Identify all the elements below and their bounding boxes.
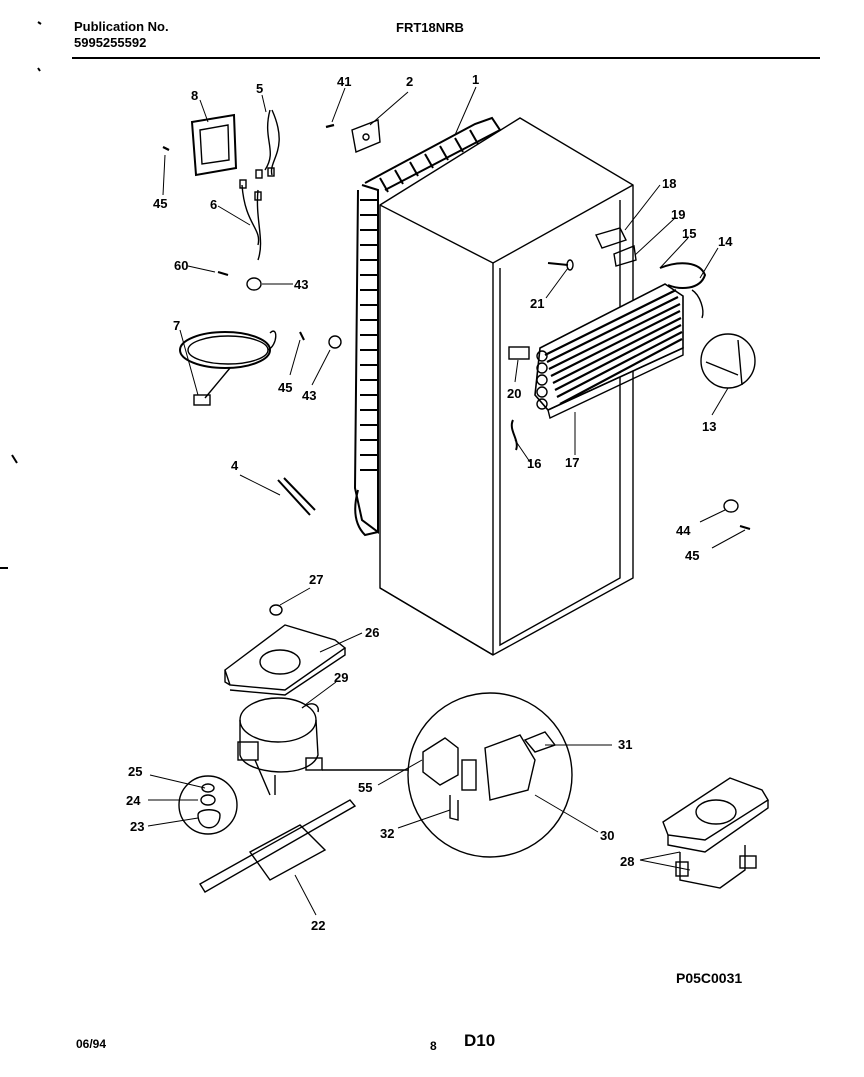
callout-45: 45 bbox=[153, 196, 167, 211]
callout-25: 25 bbox=[128, 764, 142, 779]
callout-1: 1 bbox=[472, 72, 479, 87]
callout-15: 15 bbox=[682, 226, 696, 241]
callout-26: 26 bbox=[365, 625, 379, 640]
callout-24: 24 bbox=[126, 793, 141, 808]
callout-44: 44 bbox=[676, 523, 691, 538]
callout-2: 2 bbox=[406, 74, 413, 89]
callout-8: 8 bbox=[191, 88, 198, 103]
drain-pan-assembly bbox=[662, 777, 769, 889]
callout-28: 28 bbox=[620, 854, 634, 869]
callout-32: 32 bbox=[380, 826, 394, 841]
evaporator bbox=[534, 283, 684, 419]
callout-60: 60 bbox=[174, 258, 188, 273]
callout-45: 45 bbox=[685, 548, 699, 563]
diagram-code: P05C0031 bbox=[676, 970, 743, 986]
condenser-coil bbox=[353, 116, 502, 537]
callout-4: 4 bbox=[231, 458, 239, 473]
relay-detail bbox=[407, 692, 573, 858]
callout-16: 16 bbox=[527, 456, 541, 471]
callout-6: 6 bbox=[210, 197, 217, 212]
callout-23: 23 bbox=[130, 819, 144, 834]
callout-45: 45 bbox=[278, 380, 292, 395]
callout-14: 14 bbox=[718, 234, 733, 249]
callout-29: 29 bbox=[334, 670, 348, 685]
footer-date: 06/94 bbox=[76, 1037, 107, 1051]
footer-page-number: 8 bbox=[430, 1039, 437, 1053]
callout-27: 27 bbox=[309, 572, 323, 587]
callout-55: 55 bbox=[358, 780, 372, 795]
small-parts bbox=[162, 109, 756, 616]
callout-13: 13 bbox=[702, 419, 716, 434]
footer-section: D10 bbox=[464, 1031, 496, 1050]
callout-30: 30 bbox=[600, 828, 614, 843]
callout-17: 17 bbox=[565, 455, 579, 470]
callout-21: 21 bbox=[530, 296, 544, 311]
publication-label: Publication No. bbox=[74, 19, 169, 34]
callout-19: 19 bbox=[671, 207, 685, 222]
publication-number: 5995255592 bbox=[74, 35, 147, 50]
model-number: FRT18NRB bbox=[396, 20, 464, 35]
callout-5: 5 bbox=[256, 81, 263, 96]
callout-labels: 8 5 41 2 1 45 6 60 43 7 45 43 18 19 15 1… bbox=[126, 72, 733, 933]
callout-20: 20 bbox=[507, 386, 521, 401]
callout-43: 43 bbox=[294, 277, 308, 292]
refrigerator-cabinet bbox=[379, 117, 634, 656]
scan-marks bbox=[0, 21, 42, 569]
compressor-assembly bbox=[178, 624, 408, 893]
callout-22: 22 bbox=[311, 918, 325, 933]
callout-43: 43 bbox=[302, 388, 316, 403]
callout-18: 18 bbox=[662, 176, 676, 191]
header-rule bbox=[72, 57, 820, 59]
callout-31: 31 bbox=[618, 737, 632, 752]
leader-lines bbox=[147, 86, 746, 916]
callout-7: 7 bbox=[173, 318, 180, 333]
callout-41: 41 bbox=[337, 74, 351, 89]
